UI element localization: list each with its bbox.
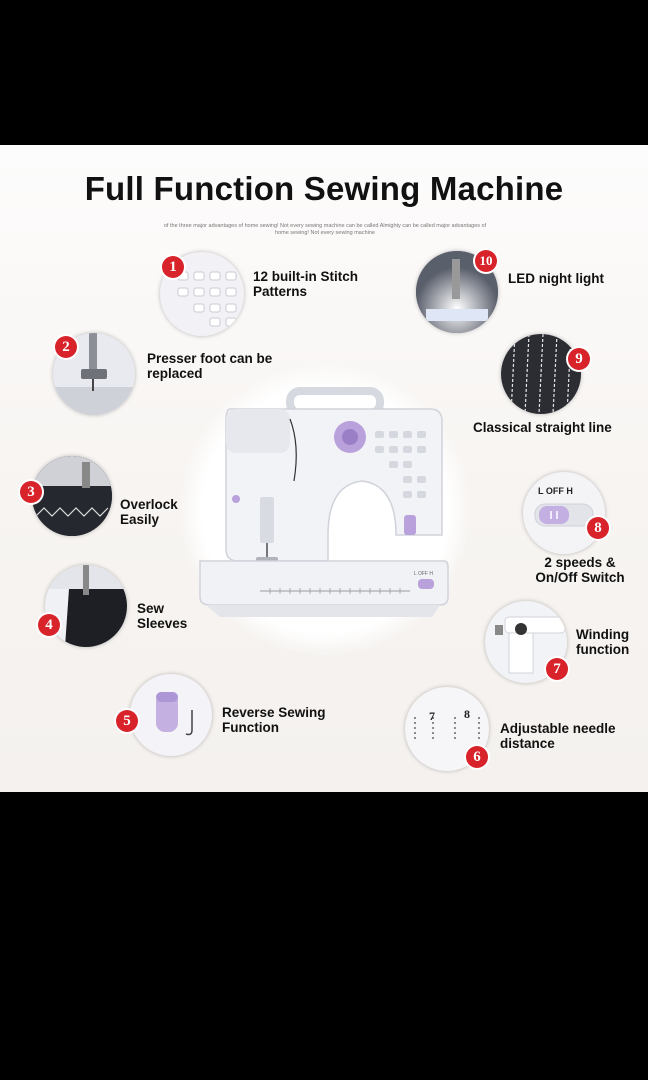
machine-switch-text: L OFF H [414,571,433,577]
switch-text: L OFF H [538,486,573,496]
product-banner: Full Function Sewing Machine of the thre… [0,145,648,792]
feature-badge-7: 7 [546,658,568,680]
overlock-image [32,456,112,536]
stitch-patterns-image [160,252,244,336]
sewing-machine-image: L OFF H [199,387,449,617]
sleeve-icon [45,565,127,647]
feature-label-5: Reverse Sewing Function [222,705,326,735]
needle-mark-right: 8 [464,707,470,721]
reverse-sewing-image [130,674,212,756]
feature-label-1: 12 built-in Stitch Patterns [253,269,359,299]
speed-switch-icon [534,503,594,527]
overlock-fabric-icon [32,456,112,536]
speed-switch-image: L OFF H [523,472,605,554]
feature-label-10: LED night light [508,271,604,286]
feature-badge-1: 1 [162,256,184,278]
feature-badge-6: 6 [466,746,488,768]
feature-label-3: Overlock Easily [120,497,178,527]
banner-title: Full Function Sewing Machine [84,170,564,207]
needle-mark-left: 7 [429,709,435,723]
feature-label-7: Winding function [576,627,630,657]
presser-foot-image [53,333,135,415]
winding-image [485,601,567,683]
feature-label-2: Presser foot can be replaced [147,351,273,381]
feature-badge-5: 5 [116,710,138,732]
feature-badge-3: 3 [20,481,42,503]
straight-line-image [501,334,581,414]
winding-spool-icon [495,616,566,674]
feature-label-4: Sew Sleeves [137,601,188,631]
banner-subtitle: of the three major advantages of home se… [163,223,487,236]
feature-badge-8: 8 [587,517,609,539]
pinstripe-fabric-icon [510,334,572,414]
feature-label-8: 2 speeds & On/Off Switch [535,555,625,585]
feature-badge-4: 4 [38,614,60,636]
feature-badge-9: 9 [568,348,590,370]
feature-label-6: Adjustable needle distance [500,721,616,751]
feature-badge-2: 2 [55,336,77,358]
feature-badge-10: 10 [475,250,497,272]
feature-label-9: Classical straight line [473,420,612,435]
reverse-lever-icon [156,692,193,736]
needle-distance-icon [414,717,480,741]
stitch-buttons-icon [177,271,237,327]
sew-sleeves-image [45,565,127,647]
